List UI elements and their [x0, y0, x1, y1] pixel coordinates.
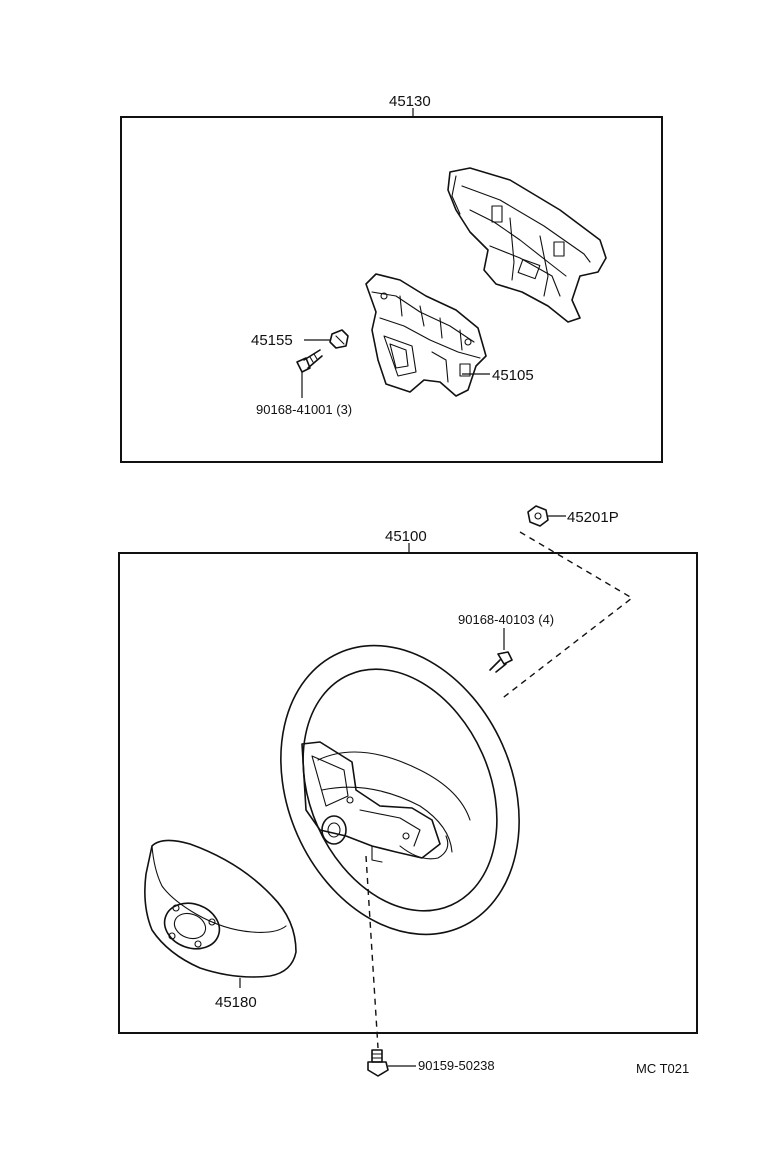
label-45201p: 45201P [567, 509, 619, 526]
label-45100: 45100 [385, 528, 427, 545]
small-bolt-45155 [304, 329, 349, 349]
horn-pad-part [144, 839, 297, 988]
spoke-frame-part [447, 167, 607, 323]
steering-wheel-part [280, 644, 520, 936]
lower-assembly-box [118, 552, 698, 1034]
label-45180: 45180 [215, 994, 257, 1011]
label-90168-41001: 90168-41001 (3) [256, 402, 352, 417]
bolt-dashed-leader [365, 855, 379, 1049]
bracket-part [365, 273, 487, 397]
label-90168-40103: 90168-40103 (4) [458, 612, 554, 627]
label-45105: 45105 [492, 367, 534, 384]
nut-45201p [527, 505, 566, 527]
label-90159-50238: 90159-50238 [418, 1058, 495, 1073]
upper-assembly-box [120, 116, 663, 463]
bolt-90159-50238 [367, 1049, 416, 1077]
label-45130: 45130 [389, 93, 431, 110]
figure-code: MC T021 [636, 1061, 689, 1076]
screw-90168-41001 [296, 349, 323, 398]
label-45155: 45155 [251, 332, 293, 349]
screw-90168-40103 [489, 628, 513, 673]
